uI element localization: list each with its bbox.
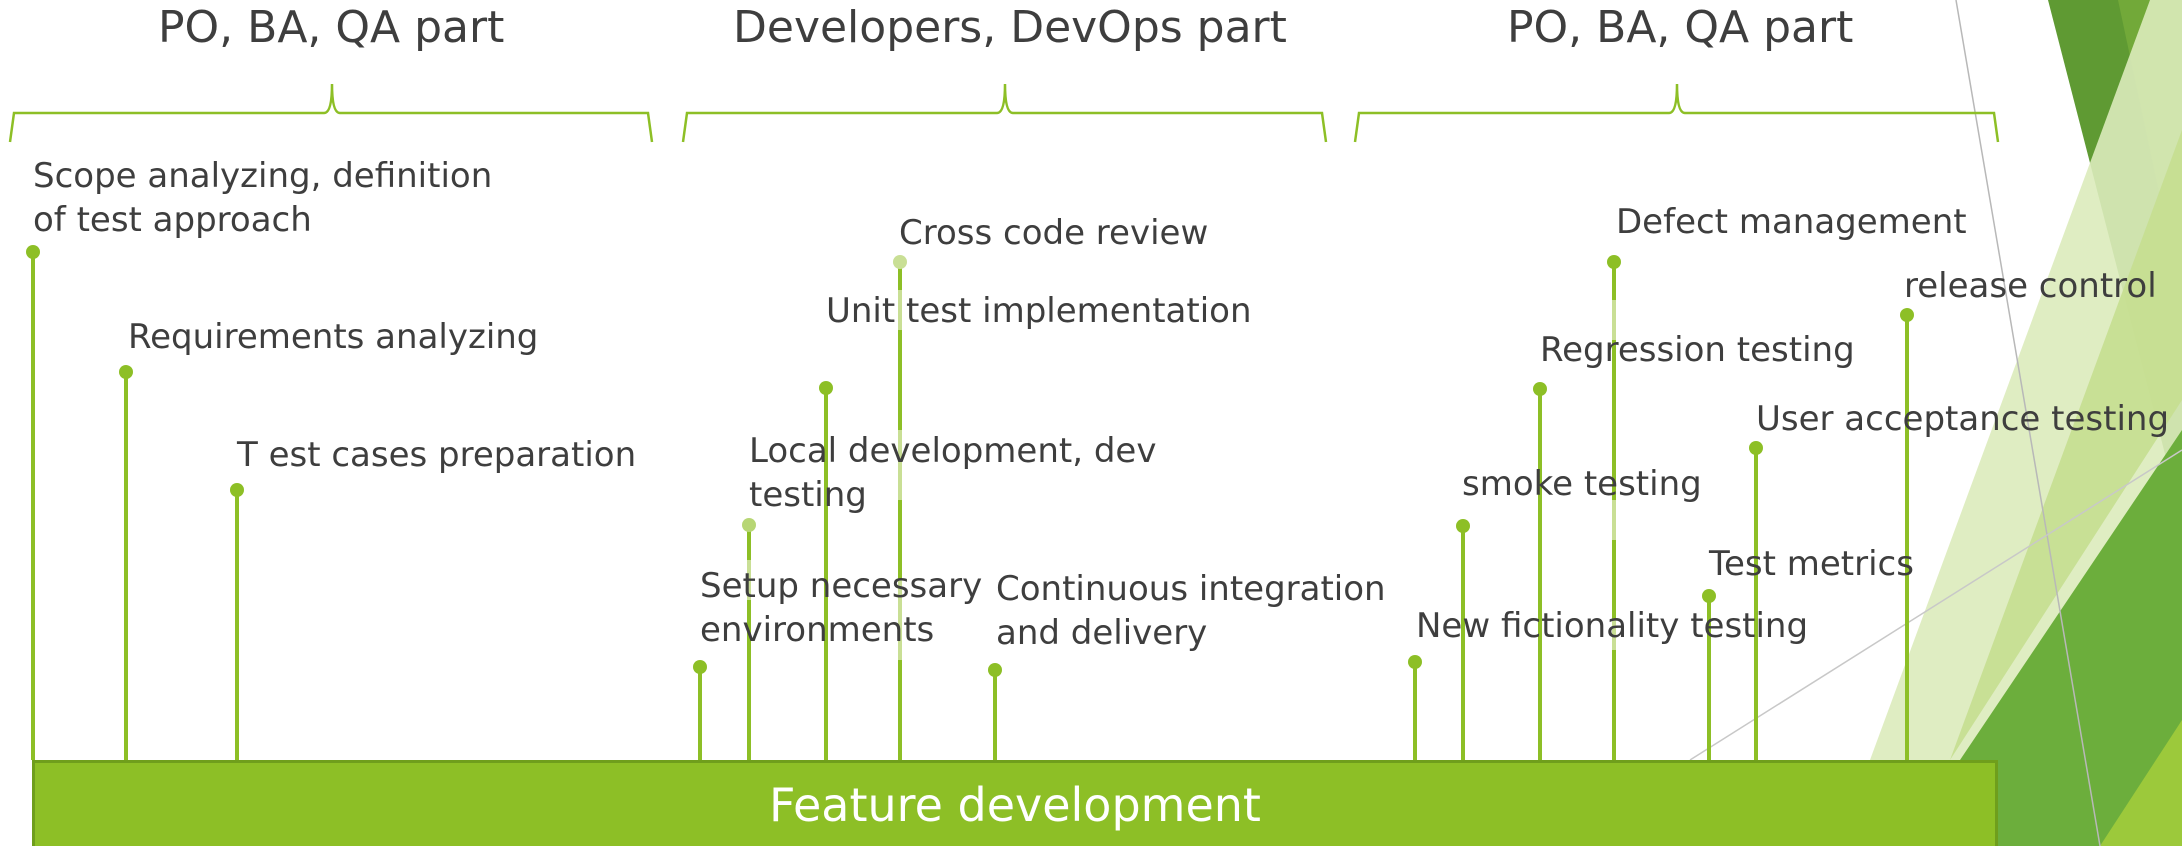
dot-uat: [1749, 441, 1763, 455]
dot-setupenv: [693, 660, 707, 674]
task-scope-line-1: Scope analyzing, definition: [33, 156, 493, 196]
dot-smoke: [1456, 519, 1470, 533]
deco-thin-line-1: [1955, 0, 2101, 846]
task-defect: Defect management: [1616, 202, 1967, 242]
brace-middle: [681, 83, 1328, 143]
section-title-developers-devops: Developers, DevOps part: [733, 2, 1287, 53]
dot-codereview: [893, 255, 907, 269]
task-newfunc: New fictionality testing: [1416, 606, 1809, 646]
task-localdev-line-2: testing: [749, 475, 867, 515]
task-uat: User acceptance testing: [1756, 399, 2170, 439]
task-localdev-line-1: Local development, dev: [749, 431, 1157, 471]
task-release: release control: [1904, 266, 2157, 306]
brace-left: [8, 83, 654, 143]
brace-right: [1353, 83, 2000, 143]
task-scope-line-2: of test approach: [33, 200, 312, 240]
section-title-po-ba-qa-right: PO, BA, QA part: [1507, 2, 1854, 53]
dot-localdev: [742, 518, 756, 532]
deco-pale-triangle: [1950, 130, 2182, 760]
dot-requirements: [119, 365, 133, 379]
deco-thin-line-2: [1689, 449, 2182, 761]
dot-cicd: [988, 663, 1002, 677]
task-cicd-line-1: Continuous integration: [996, 569, 1386, 609]
dot-defect: [1607, 255, 1621, 269]
task-cicd-line-2: and delivery: [996, 613, 1208, 653]
deco-yellow-green: [2100, 720, 2182, 846]
task-smoke: smoke testing: [1462, 464, 1702, 504]
dot-regression: [1533, 382, 1547, 396]
dot-testcases: [230, 483, 244, 497]
task-requirements: Requirements analyzing: [128, 317, 539, 357]
task-codereview: Cross code review: [899, 213, 1209, 253]
dot-release: [1900, 308, 1914, 322]
section-title-po-ba-qa-left: PO, BA, QA part: [158, 2, 505, 53]
dot-scope: [26, 245, 40, 259]
task-setupenv-line-1: Setup necessary: [700, 566, 983, 606]
dot-newfunc: [1408, 655, 1422, 669]
task-setupenv-line-2: environments: [700, 610, 935, 650]
dot-unittest: [819, 381, 833, 395]
task-regression: Regression testing: [1540, 330, 1855, 370]
feature-development-label: Feature development: [769, 778, 1261, 832]
feature-development-bar: Feature development: [32, 760, 1998, 846]
dot-metrics: [1702, 589, 1716, 603]
task-unittest: Unit test implementation: [826, 291, 1252, 331]
task-testcases: T est cases preparation: [237, 435, 637, 475]
task-metrics: Test metrics: [1709, 544, 1914, 584]
deco-green-wedge: [1960, 430, 2182, 846]
